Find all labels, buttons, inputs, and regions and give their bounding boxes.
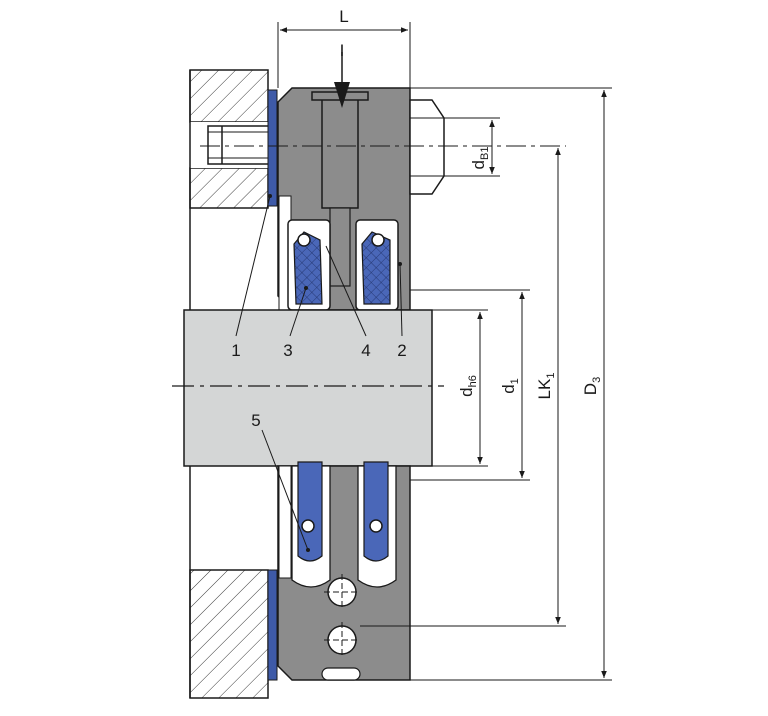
- callout-3: 3: [283, 286, 308, 360]
- seal-lip-lower-right: [363, 461, 389, 562]
- seal-ring-right: [361, 231, 391, 305]
- seal-ring-left: [293, 231, 323, 305]
- svg-text:d1: d1: [499, 378, 521, 394]
- port-hole-lower: [324, 622, 360, 658]
- label-dB1: d: [469, 160, 488, 169]
- dimension-d1: d1: [410, 289, 530, 481]
- seal-lip-lower-left: [297, 461, 323, 562]
- inlet-arrow: I: [334, 41, 350, 108]
- callout-5: 5: [251, 411, 310, 552]
- callout-4: 4: [325, 245, 371, 360]
- dimension-dB1: dB1: [444, 117, 500, 177]
- callout-5-label: 5: [251, 411, 260, 430]
- callout-3-label: 3: [283, 341, 292, 360]
- label-I: I: [340, 41, 345, 60]
- hex-fitting: [409, 99, 445, 195]
- label-L: L: [339, 7, 348, 26]
- label-dB1-sub: B1: [479, 147, 491, 160]
- label-LK1-sub: 1: [545, 373, 557, 379]
- gasket-strip-top: [267, 89, 278, 207]
- dimension-LK1: LK1: [360, 148, 566, 627]
- callout-2: 2: [397, 262, 407, 360]
- svg-text:D3: D3: [581, 377, 603, 395]
- label-D3-sub: 3: [591, 377, 603, 383]
- label-dh6: d: [457, 387, 476, 396]
- label-dh6-sub: h6: [467, 375, 479, 387]
- machine-frame-bottom: [189, 569, 269, 699]
- shaft: [183, 309, 433, 467]
- label-LK1: LK: [535, 378, 554, 399]
- label-D3: D: [581, 383, 600, 395]
- label-d1: d: [499, 384, 518, 393]
- dimension-L: L: [277, 7, 411, 88]
- label-d1-sub: 1: [509, 378, 521, 384]
- callout-1: 1: [231, 194, 272, 360]
- svg-text:dB1: dB1: [469, 147, 491, 170]
- svg-text:LK1: LK1: [535, 373, 557, 400]
- callout-1-label: 1: [231, 341, 240, 360]
- svg-text:dh6: dh6: [457, 375, 479, 397]
- dimension-D3: D3: [410, 87, 612, 681]
- gasket-strip-bottom: [267, 569, 278, 681]
- dimension-dh6: dh6: [432, 309, 488, 467]
- callout-4-label: 4: [361, 341, 370, 360]
- port-hole-upper: [324, 574, 360, 610]
- callout-2-label: 2: [397, 341, 406, 360]
